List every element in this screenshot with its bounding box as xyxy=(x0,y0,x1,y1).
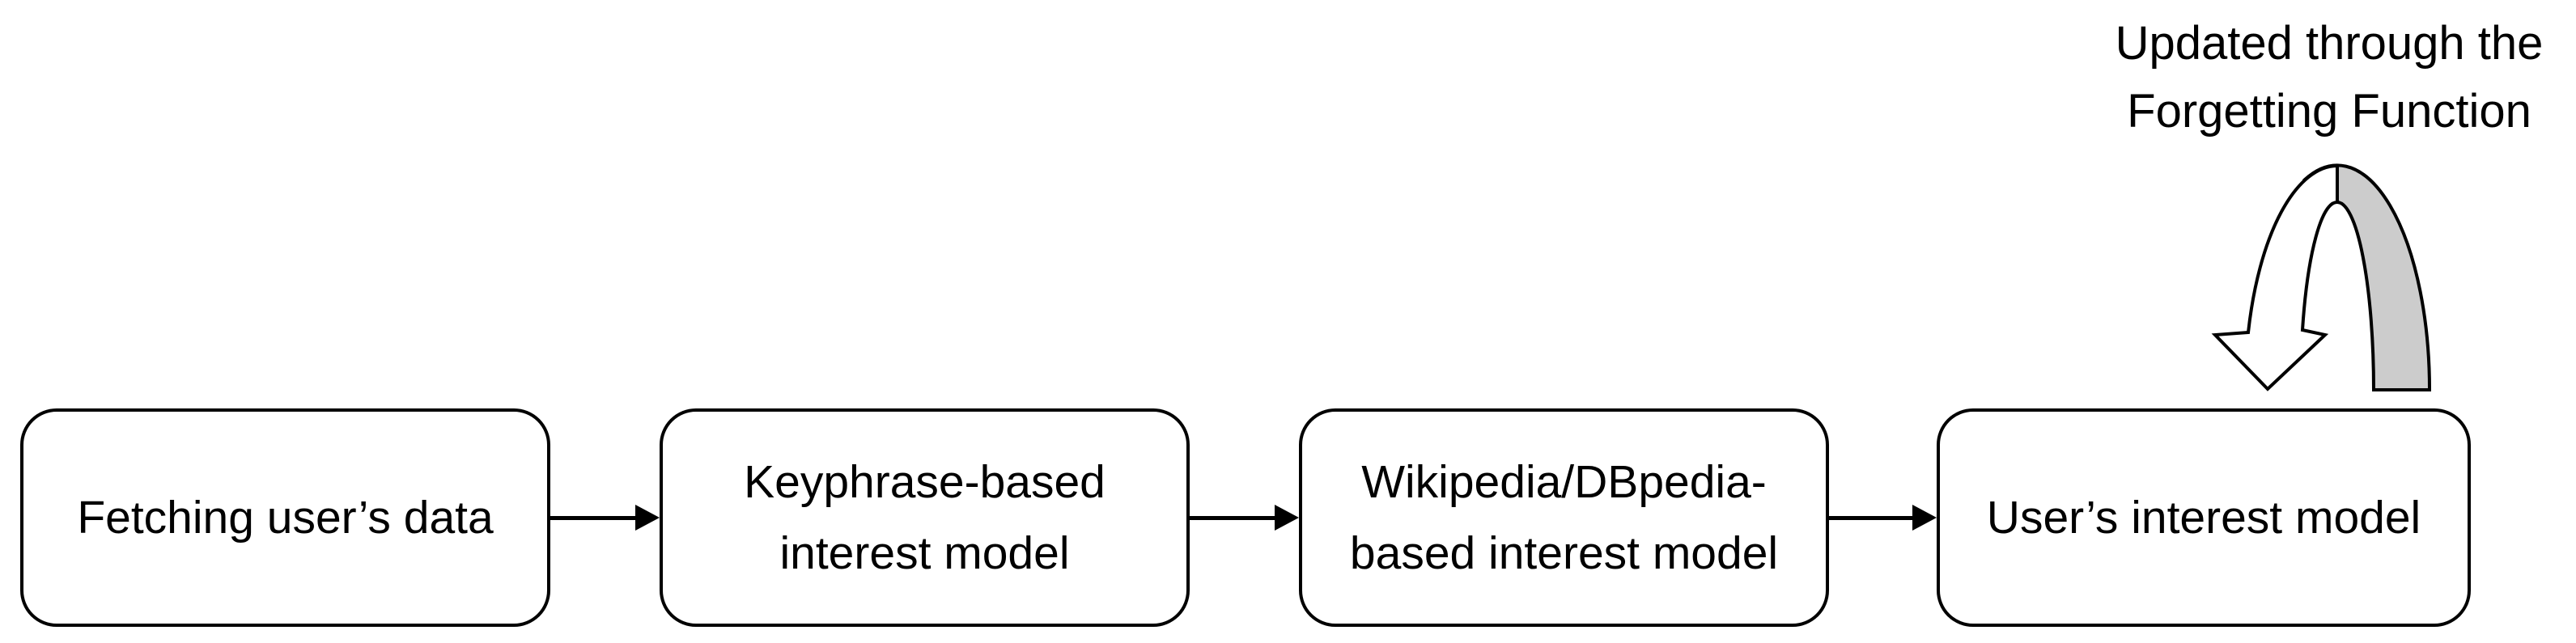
node-fetching-user-data: Fetching user’s data xyxy=(20,408,550,627)
arrow-shaft xyxy=(1190,516,1278,520)
flow-arrow-2 xyxy=(1190,505,1299,531)
arrow-head-icon xyxy=(635,505,660,531)
node-keyphrase-interest-model: Keyphrase-based interest model xyxy=(660,408,1190,627)
curved-arrow-front-leg-and-head xyxy=(2211,163,2339,391)
curved-arrow-back-ribbon xyxy=(2302,163,2432,391)
node-label-line-2: interest model xyxy=(779,527,1070,579)
arrow-head-icon xyxy=(1912,505,1937,531)
arrow-shaft xyxy=(1829,516,1916,520)
arrow-shaft xyxy=(550,516,639,520)
annotation-line-2: Forgetting Function xyxy=(2127,85,2531,137)
node-label: Fetching user’s data xyxy=(77,492,494,544)
flow-arrow-3 xyxy=(1829,505,1937,531)
arrow-head-icon xyxy=(1275,505,1299,531)
node-label: User’s interest model xyxy=(1986,492,2421,544)
forgetting-function-annotation: Updated through the Forgetting Function xyxy=(1965,10,2576,146)
node-user-interest-model: User’s interest model xyxy=(1937,408,2471,627)
node-label-line-1: Wikipedia/DBpedia- xyxy=(1361,456,1767,508)
flow-arrow-1 xyxy=(550,505,660,531)
node-label-line-1: Keyphrase-based xyxy=(744,456,1106,508)
annotation-line-1: Updated through the xyxy=(2115,17,2544,70)
node-label-line-2: based interest model xyxy=(1349,527,1779,579)
curved-down-arrow-icon xyxy=(2211,163,2432,391)
node-wikipedia-dbpedia-interest-model: Wikipedia/DBpedia- based interest model xyxy=(1299,408,1829,627)
